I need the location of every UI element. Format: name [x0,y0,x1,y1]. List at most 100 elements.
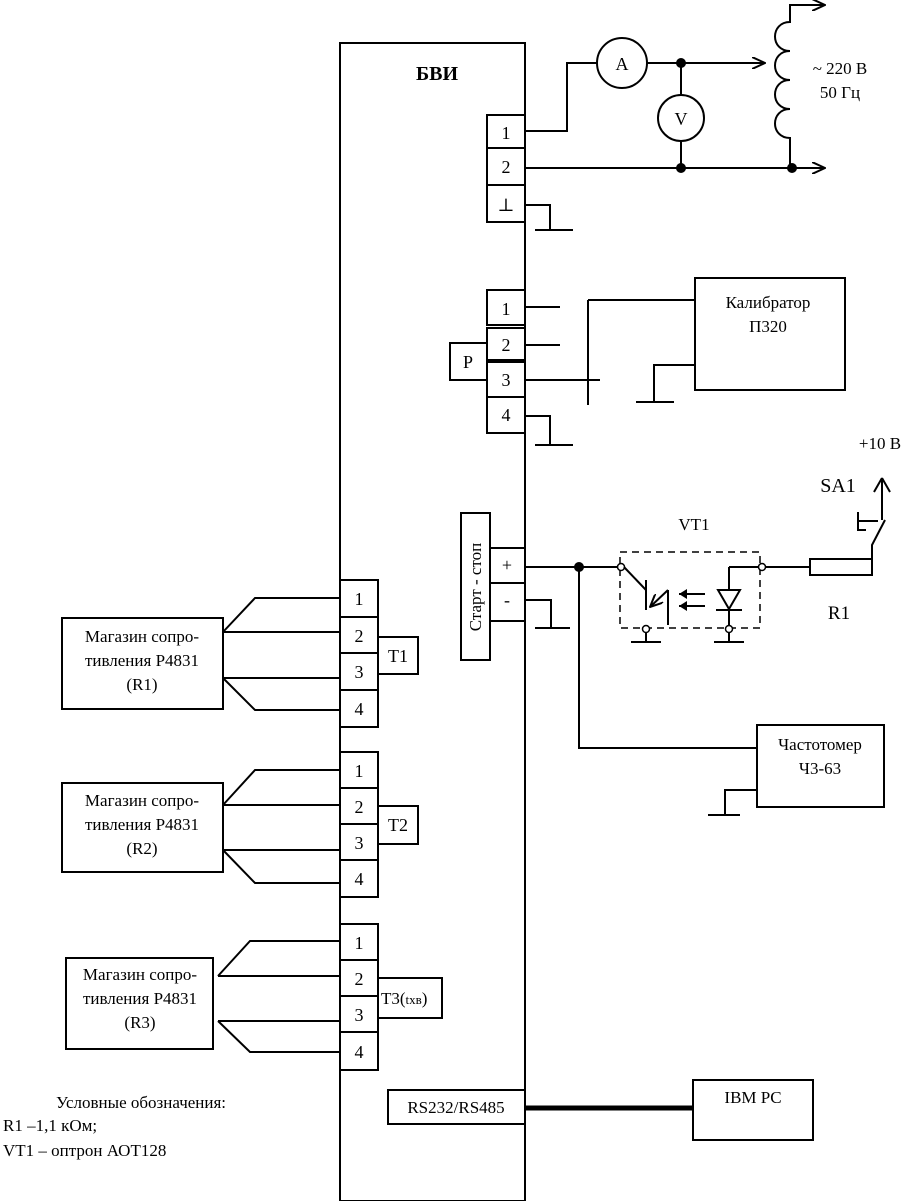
magazine-1-line1: Магазин сопро- [85,627,199,646]
rs-port-box [387,1089,526,1125]
ground-startstop [525,599,570,629]
wire-calibrator [587,299,695,405]
magazine-1-line3: (R1) [126,675,157,694]
resistor-r1 [809,558,873,576]
opto-pin [641,624,651,634]
cal-pin-4-label: 4 [502,405,511,425]
voltmeter-label: V [675,109,688,129]
magazine-group-1: 1 2 3 4 T1 Магазин сопро- тивления Р4831… [61,579,419,728]
supply-voltage: +10 В [859,434,901,453]
ground-opto-1 [631,633,661,643]
optocoupler-name: VT1 [678,515,709,534]
mag1-pin-2-label: 2 [355,626,364,646]
magazine-3-line2: тивления Р4831 [83,989,197,1008]
switch-label: SA1 [820,475,856,497]
magazine-box-2 [61,782,224,873]
cal-pin-1 [486,289,526,326]
opto-pin [757,562,767,572]
node-dot [676,163,686,173]
magazine-1-wires [222,597,340,711]
phototransistor-emitter [650,589,669,607]
legend-item-1: R1 –1,1 кОм; [3,1116,97,1135]
opto-pin [616,562,626,572]
mag3-pin-4-label: 4 [355,1042,364,1062]
startstop-label: Старт - стоп [466,543,485,632]
mag1-pin-3-label: 3 [355,662,364,682]
bvi-title: БВИ [416,63,459,85]
mag3-pin-3-label: 3 [355,1005,364,1025]
sensor-t2-label: T2 [388,815,408,835]
power-terminals: 1 2 ⊥ [486,114,526,223]
phototransistor [623,566,647,610]
mag2-pin-1-label: 1 [355,761,364,781]
magazine-box-1 [61,617,224,710]
magazine-group-3: 1 2 3 4 T3(tхв) Магазин сопро- тивления … [65,923,443,1071]
power-pin-1-label: 1 [502,123,511,143]
mag3-pin-1-label: 1 [355,933,364,953]
mains-voltage-label: ~ 220 В [813,59,868,78]
sensor-t1-label: T1 [388,646,408,666]
legend-item-2: VT1 – оптрон АОТ128 [3,1141,166,1160]
mag2-pin-3-label: 3 [355,833,364,853]
mag3-pin-4 [339,1031,379,1071]
mag1-pin-4 [339,689,379,728]
mains-winding [774,4,825,168]
mag1-pin-1-label: 1 [355,589,364,609]
sensor-t3-prefix: T3( [381,989,406,1008]
cal-pin-2-label: 2 [502,335,511,355]
wire-power-1 [525,62,597,132]
p-box [449,342,488,381]
mag2-pin-4 [339,859,379,898]
magazine-2-wires [222,769,340,884]
cal-pin-1-label: 1 [502,299,511,319]
magazine-3-line3: (R3) [124,1013,155,1032]
power-pin-1 [486,114,526,149]
cal-leads [525,306,600,446]
magazine-group-2: 1 2 3 4 T2 Магазин сопро- тивления Р4831… [61,751,419,898]
magazine-box-3 [65,957,214,1050]
startstop-minus-label: - [504,590,510,610]
mag1-pin-2 [339,616,379,654]
calibrator-model: П320 [749,317,787,336]
magazine-2-line2: тивления Р4831 [85,815,199,834]
power-pin-ground [486,184,526,223]
cal-pin-3-label: 3 [502,370,511,390]
wire-freqmeter [578,567,757,749]
pc-label: IBM PC [724,1088,781,1107]
power-pin-ground-label: ⊥ [498,195,515,215]
sensor-t3-suffix: ) [422,989,428,1008]
opto-pin [724,624,734,634]
magazine-3-line1: Магазин сопро- [83,965,197,984]
calibrator-box [694,277,846,391]
sensor-t3 [377,977,443,1019]
node-dot [676,58,686,68]
p-label: Р [463,352,473,372]
ground-power [525,204,573,231]
magazine-2-line1: Магазин сопро- [85,791,199,810]
mag1-pin-4-label: 4 [355,699,364,719]
sensor-t3-label: T3(tхв) [381,989,427,1008]
magazine-3-wires [217,940,340,1053]
led-diode [716,589,742,611]
resistor-label: R1 [828,603,850,624]
startstop-label-box [460,512,491,661]
mag3-pin-3 [339,995,379,1033]
sensor-t3-subscript: tхв [406,992,422,1007]
sensor-t2 [377,805,419,845]
mag2-pin-2-label: 2 [355,797,364,817]
freqmeter-name: Частотомер [778,735,862,754]
ammeter-label: A [616,54,629,74]
cal-pin-2 [486,327,526,361]
freqmeter-box [756,724,885,808]
calibrator-terminals: 1 2 3 4 [486,289,526,434]
freqmeter-model: Ч3-63 [799,759,841,778]
magazine-1-line2: тивления Р4831 [85,651,199,670]
mag2-pin-4-label: 4 [355,869,364,889]
power-pin-2-label: 2 [502,157,511,177]
mag3-pin-2-label: 2 [355,969,364,989]
node-dot [787,163,797,173]
ground-freqmeter [708,789,757,816]
voltmeter [657,94,705,142]
switch-actuator [857,512,878,531]
